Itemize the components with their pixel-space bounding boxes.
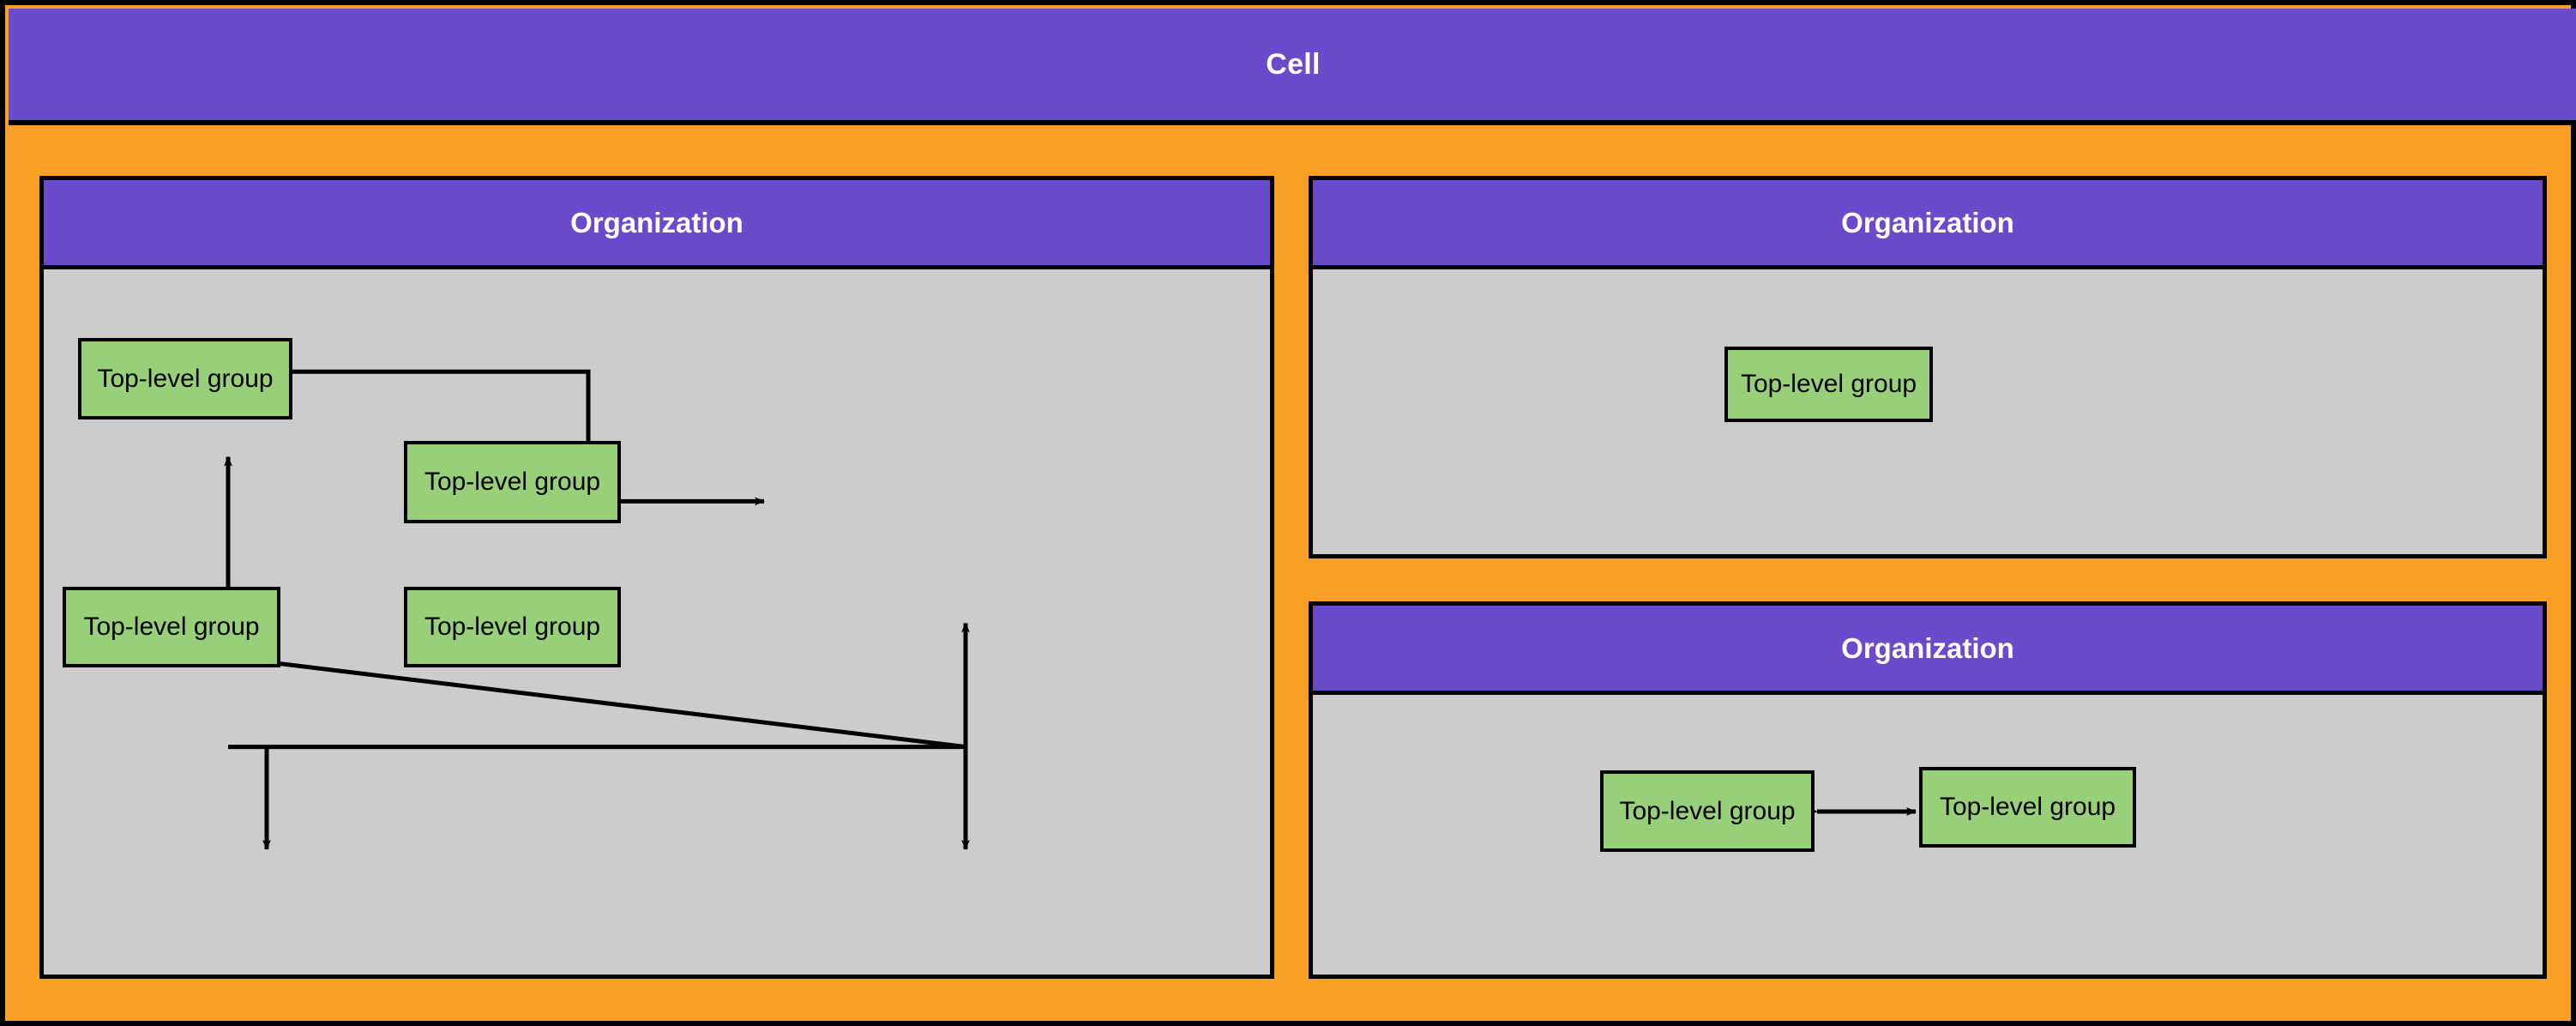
top-level-group-2-1[interactable]: Top-level group (1724, 347, 1933, 422)
top-level-group-label: Top-level group (97, 364, 274, 393)
top-level-group-label: Top-level group (83, 613, 260, 641)
top-level-group-1-3[interactable]: Top-level group (63, 587, 280, 667)
top-level-group-3-1[interactable]: Top-level group (1600, 770, 1815, 852)
top-level-group-1-1[interactable]: Top-level group (78, 338, 292, 419)
top-level-group-3-2[interactable]: Top-level group (1919, 767, 2136, 848)
top-level-group-label: Top-level group (1939, 793, 2116, 821)
organization-title-bar-1: Organization (44, 180, 1270, 269)
organization-title-1: Organization (570, 206, 743, 238)
cell-title-bar: Cell (9, 9, 2576, 125)
organization-title-bar-2: Organization (1313, 180, 2543, 269)
organization-body-1: Top-level group Top-level group Top-leve… (44, 269, 1270, 975)
organization-panel-3[interactable]: Organization Top-level group Top-level (1309, 601, 2547, 979)
top-level-group-1-2[interactable]: Top-level group (404, 441, 621, 523)
organization-panel-1[interactable]: Organization (39, 176, 1274, 979)
edge-g1-to-g3 (228, 745, 271, 850)
cell-title: Cell (1266, 47, 1321, 81)
top-level-group-label: Top-level group (1740, 370, 1917, 398)
organization-body-3: Top-level group Top-level group (1313, 695, 2543, 975)
organization-title-3: Organization (1841, 631, 2014, 664)
organization-body-2: Top-level group (1313, 269, 2543, 554)
organization-title-bar-3: Organization (1313, 606, 2543, 695)
top-level-group-label: Top-level group (424, 613, 601, 641)
organization-title-2: Organization (1841, 206, 2014, 238)
top-level-group-1-4[interactable]: Top-level group (404, 587, 621, 667)
organization-panel-2[interactable]: Organization Top-level group (1309, 176, 2547, 558)
top-level-group-label: Top-level group (1619, 796, 1796, 825)
top-level-group-label: Top-level group (424, 468, 601, 496)
